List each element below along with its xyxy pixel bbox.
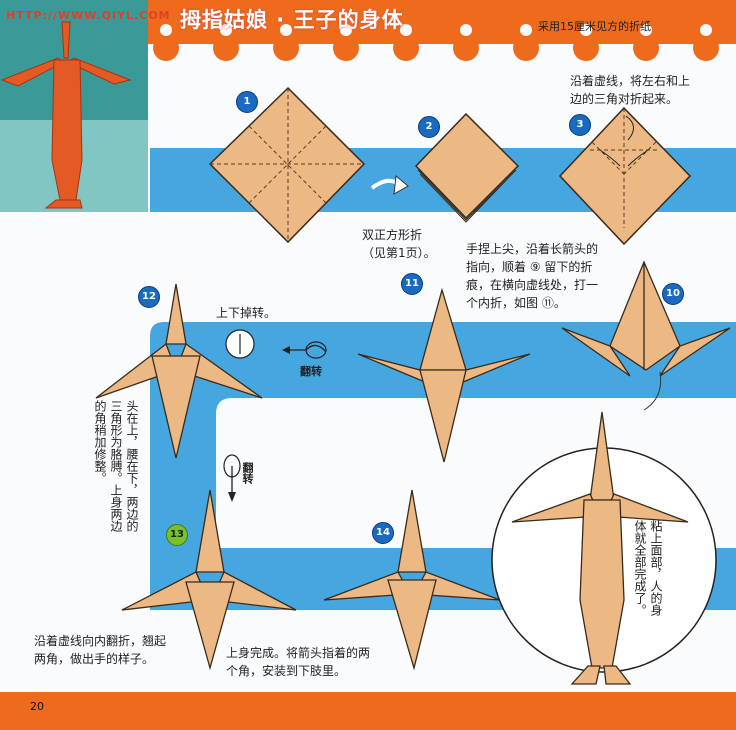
note-final-col2: 体就全部完成了。 <box>633 520 647 616</box>
label-rotate: 上下掉转。 <box>216 306 277 320</box>
note-step14-line2: 个角，安装到下肢里。 <box>226 664 347 678</box>
step-number-11: 11 <box>401 273 423 295</box>
step10-figure <box>561 260 731 377</box>
note-step10-line3: 痕，在横向虚线处，打一 <box>466 278 599 292</box>
note-step10-line1: 手捏上尖，沿着长箭头的 <box>466 242 599 256</box>
footer-band <box>0 690 736 730</box>
step-number-1: 1 <box>236 91 258 113</box>
note-step10-line4: 个内折，如图 ⑪。 <box>466 296 566 310</box>
step2-base <box>414 112 520 223</box>
footer-gap <box>0 688 736 692</box>
header-holes <box>160 24 712 36</box>
flip-icon-2 <box>223 454 241 502</box>
page-number: 20 <box>30 700 44 713</box>
page-title: 拇指姑娘 · 王子的身体 <box>180 8 404 32</box>
flip-icon-1 <box>282 341 327 359</box>
note-step12-col1: 头在上，腰在下，两边的 <box>125 400 139 532</box>
step-number-14: 14 <box>372 522 394 544</box>
note-base-line2: （见第1页）。 <box>362 246 436 260</box>
label-flip-2: 翻转 <box>241 462 254 484</box>
step11-figure <box>357 287 531 463</box>
note-base-line1: 双正方形折 <box>362 228 423 242</box>
step13-figure <box>121 489 297 671</box>
note-step12-col2: 三角形为胳膊。上身两边 <box>109 400 123 532</box>
step-number-3: 3 <box>569 114 591 136</box>
note-step10-line2: 指向，顺着 ⑨ 留下的折 <box>466 260 593 274</box>
paper-note: 采用15厘米见方的折纸 <box>538 20 651 33</box>
step-number-12: 12 <box>138 286 160 308</box>
note-step3-line1: 沿着虚线，将左右和上 <box>570 74 691 88</box>
header-scallops <box>153 35 719 61</box>
blue-band-2 <box>150 322 736 560</box>
photo-figure <box>0 21 132 209</box>
rotate-icon <box>225 329 255 359</box>
note-step3-line2: 边的三角对折起来。 <box>570 92 679 106</box>
site-url: HTTP://WWW.QIYL.COM <box>6 9 171 22</box>
step14-figure <box>323 489 501 671</box>
label-flip-1: 翻转 <box>300 365 322 378</box>
step-number-13: 13 <box>166 524 188 546</box>
step3-base <box>558 106 692 246</box>
step1-square <box>208 86 366 244</box>
note-step14-line1: 上身完成。将箭头指着的两 <box>226 646 371 660</box>
note-step13-line2: 两角，做出手的样子。 <box>34 652 155 666</box>
final-figure <box>491 411 717 685</box>
step-number-10: 10 <box>662 283 684 305</box>
step12-figure <box>95 283 263 459</box>
note-step13-line1: 沿着虚线向内翻折，翘起 <box>34 634 167 648</box>
note-step12-col3: 的角稍加修整。 <box>93 400 107 484</box>
note-final-col1: 粘上面部，人的身 <box>649 520 663 616</box>
step-number-2: 2 <box>418 116 440 138</box>
